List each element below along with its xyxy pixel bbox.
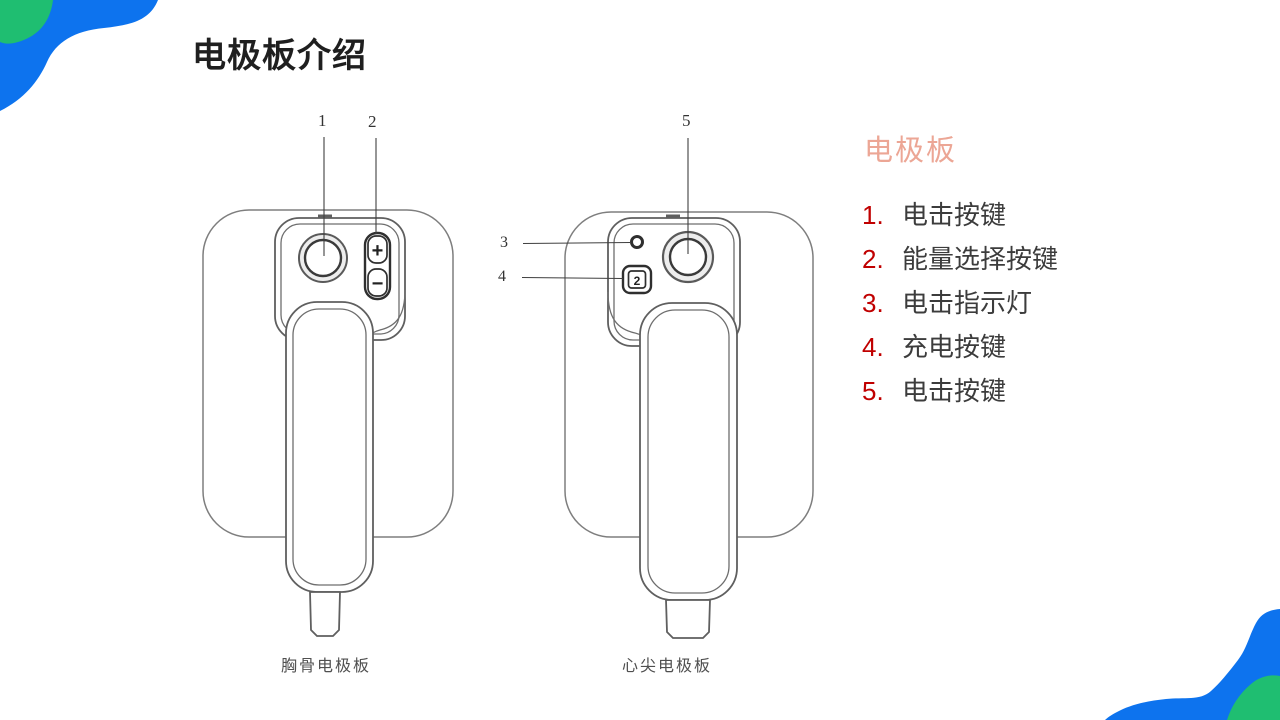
green-blob-shape — [0, 0, 53, 44]
legend-item: 2. 能量选择按键 — [862, 246, 1058, 273]
sternum-paddle-caption: 胸骨电极板 — [280, 658, 371, 675]
paddle-handle-inner — [292, 308, 367, 586]
green-blob-shape — [1227, 675, 1280, 720]
corner-decoration-top-left — [0, 0, 158, 111]
legend-item-label: 电击按键 — [902, 376, 1007, 406]
paddle-handle — [639, 302, 738, 601]
callout-2: 2 — [368, 112, 377, 131]
legend-heading: 电极板 — [864, 135, 958, 167]
connector-stub — [309, 591, 341, 637]
legend-item: 5. 电击按键 — [862, 378, 1058, 405]
legend-item-number: 5. — [862, 376, 884, 406]
charge-button-inner — [627, 270, 647, 289]
legend-item-number: 1. — [862, 200, 884, 230]
page-title: 电极板介绍 — [192, 37, 367, 75]
callout-4: 4 — [498, 268, 506, 285]
callout-4-leader-line — [521, 276, 624, 280]
sternum-paddle-drawing: + − — [202, 137, 454, 637]
callout-3: 3 — [500, 234, 508, 251]
shock-indicator-led — [630, 235, 644, 249]
legend-item-number: 3. — [862, 288, 884, 318]
energy-rocker — [363, 231, 392, 301]
legend-item-label: 能量选择按键 — [902, 244, 1059, 274]
legend-list: 1. 电击按键 2. 能量选择按键 3. 电击指示灯 4. 充电按键 5. 电击… — [862, 202, 1058, 422]
paddle-handle — [285, 301, 374, 593]
minus-icon: − — [372, 273, 384, 295]
callout-5: 5 — [682, 111, 691, 130]
callout-3-leader-line — [522, 241, 632, 245]
shock-button — [303, 238, 343, 278]
apex-paddle-caption: 心尖电极板 — [621, 658, 712, 675]
legend-item: 4. 充电按键 — [862, 334, 1058, 361]
legend-item-label: 电击按键 — [902, 200, 1007, 230]
legend-item-number: 2. — [862, 244, 884, 274]
legend-item: 3. 电击指示灯 — [862, 290, 1058, 317]
callout-1: 1 — [318, 111, 327, 130]
charge-button — [621, 264, 653, 295]
energy-down-button — [367, 268, 388, 297]
blue-wave-shape — [1105, 609, 1280, 720]
plus-icon: + — [372, 240, 384, 262]
legend-item-label: 电击指示灯 — [902, 288, 1033, 318]
legend-item-label: 充电按键 — [902, 332, 1007, 362]
connector-stub — [665, 599, 711, 639]
legend-item: 1. 电击按键 — [862, 202, 1058, 229]
apex-paddle-drawing: 2 — [521, 138, 814, 639]
legend-item-number: 4. — [862, 332, 884, 362]
energy-up-button — [367, 235, 388, 264]
paddle-handle-inner — [647, 309, 730, 594]
corner-decoration-bottom-right — [1105, 609, 1280, 720]
charge-button-label: 2 — [634, 274, 641, 288]
